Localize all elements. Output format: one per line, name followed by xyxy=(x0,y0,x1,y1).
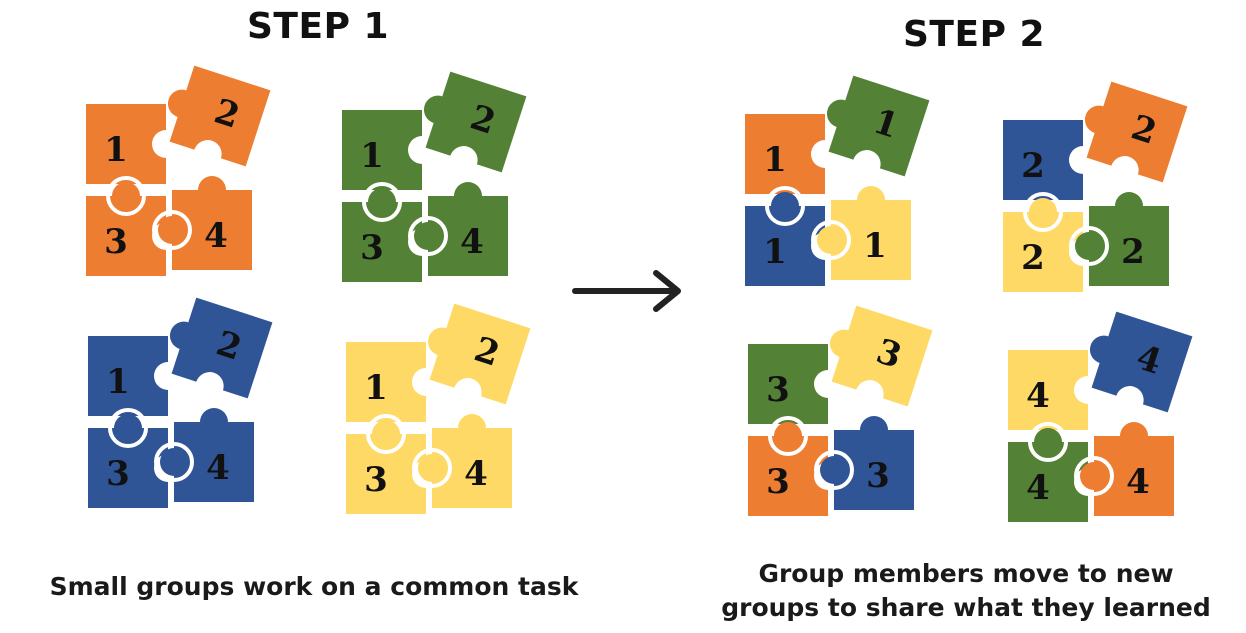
piece-label: 2 xyxy=(1021,146,1045,186)
puzzle-piece-blue-3: 3 xyxy=(88,408,182,508)
step1-puzzle-2: 12 3 4 xyxy=(342,71,527,282)
puzzle-piece-blue-4: 4 xyxy=(1089,311,1193,415)
puzzle-piece-yellow-2: 2 xyxy=(427,303,531,407)
step1-puzzle-1: 12 3 4 xyxy=(86,65,271,276)
piece-label: 3 xyxy=(866,456,890,496)
piece-label: 1 xyxy=(360,136,384,176)
puzzle-piece-orange-2: 2 xyxy=(167,65,271,169)
puzzle-piece-orange-1: 1 xyxy=(86,104,180,184)
piece-label: 1 xyxy=(763,232,787,272)
piece-label: 1 xyxy=(364,368,388,408)
step1-puzzle-3: 12 3 4 xyxy=(88,297,273,508)
piece-label: 1 xyxy=(104,130,128,170)
piece-label: 3 xyxy=(364,460,388,500)
step1-caption-text: Small groups work on a common task xyxy=(49,572,579,601)
puzzle-piece-orange-1: 1 xyxy=(745,114,839,194)
step1-puzzle-4: 12 3 4 xyxy=(346,303,531,514)
piece-label: 3 xyxy=(360,228,384,268)
puzzle-piece-green-1: 1 xyxy=(826,75,930,179)
step1-caption: Small groups work on a common task xyxy=(12,570,616,604)
puzzle-piece-orange-2: 2 xyxy=(1084,81,1188,185)
puzzle-piece-green-4: 4 xyxy=(408,182,508,276)
step2-caption-line1: Group members move to new xyxy=(758,559,1174,588)
puzzle-piece-green-4: 4 xyxy=(1008,422,1102,522)
step2-caption: Group members move to new groups to shar… xyxy=(690,557,1242,625)
puzzle-piece-yellow-4: 4 xyxy=(1008,350,1102,430)
puzzle-piece-blue-2: 2 xyxy=(169,297,273,401)
piece-label: 4 xyxy=(206,448,230,488)
piece-label: 2 xyxy=(1121,232,1145,272)
puzzle-piece-yellow-1: 1 xyxy=(346,342,440,422)
puzzle-piece-green-3: 3 xyxy=(748,344,842,424)
piece-label: 4 xyxy=(464,454,488,494)
step2-title: STEP 2 xyxy=(903,14,1046,55)
piece-label: 1 xyxy=(863,226,887,266)
puzzle-piece-yellow-4: 4 xyxy=(412,414,512,508)
puzzle-piece-yellow-1: 1 xyxy=(811,186,911,280)
puzzle-piece-green-3: 3 xyxy=(342,182,436,282)
puzzle-piece-orange-4: 4 xyxy=(152,176,252,270)
piece-label: 3 xyxy=(106,454,130,494)
arrow-icon xyxy=(572,270,681,312)
piece-label: 3 xyxy=(766,462,790,502)
puzzle-piece-yellow-3: 3 xyxy=(829,305,933,409)
puzzle-piece-green-1: 1 xyxy=(342,110,436,190)
puzzle-piece-orange-4: 4 xyxy=(1074,422,1174,516)
step1-title: STEP 1 xyxy=(247,6,390,47)
piece-label: 3 xyxy=(766,370,790,410)
puzzle-piece-blue-3: 3 xyxy=(814,416,914,510)
puzzle-piece-blue-4: 4 xyxy=(154,408,254,502)
piece-label: 2 xyxy=(1021,238,1045,278)
piece-label: 4 xyxy=(460,222,484,262)
piece-label: 4 xyxy=(204,216,228,256)
piece-label: 1 xyxy=(763,140,787,180)
piece-label: 1 xyxy=(106,362,130,402)
puzzle-piece-blue-1: 1 xyxy=(88,336,182,416)
piece-label: 3 xyxy=(104,222,128,262)
puzzle-piece-yellow-2: 2 xyxy=(1003,192,1097,292)
step2-caption-line2: groups to share what they learned xyxy=(721,593,1211,622)
piece-label: 4 xyxy=(1026,468,1050,508)
puzzle-piece-blue-2: 2 xyxy=(1003,120,1097,200)
piece-label: 4 xyxy=(1026,376,1050,416)
puzzle-piece-green-2: 2 xyxy=(1069,192,1169,286)
puzzle-piece-green-2: 2 xyxy=(423,71,527,175)
piece-label: 4 xyxy=(1126,462,1150,502)
